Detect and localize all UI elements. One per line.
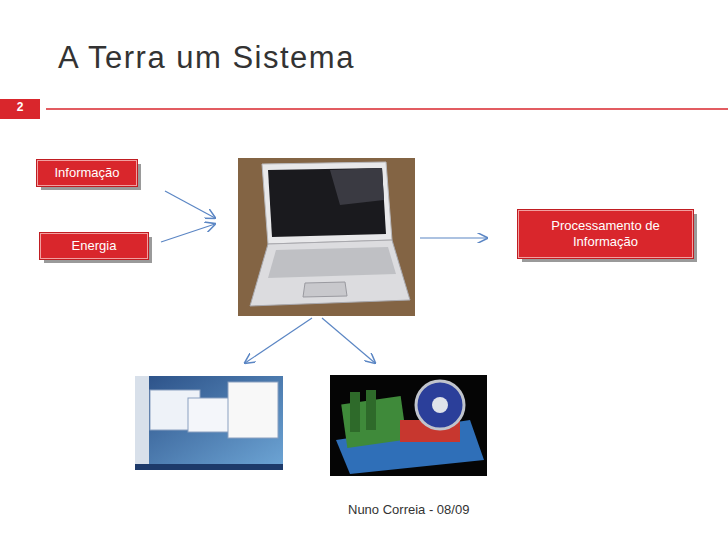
slide-number-box <box>0 99 40 119</box>
slide-number: 2 <box>0 100 40 114</box>
desktop-screenshot <box>135 376 283 470</box>
process-box: Processamento de Informação <box>518 210 693 258</box>
slide-title: A Terra um Sistema <box>58 40 355 76</box>
footer-note: Nuno Correia - 08/09 <box>348 502 469 517</box>
process-box: Informação <box>37 160 137 186</box>
hardware-photo <box>330 375 487 476</box>
box-label: Processamento de Informação <box>531 218 681 250</box>
process-box: Energia <box>40 233 148 259</box>
flow-arrows <box>161 191 487 363</box>
box-label: Energia <box>72 238 117 254</box>
box-label: Informação <box>54 165 119 181</box>
header-rule <box>46 108 728 110</box>
laptop-photo <box>238 158 415 316</box>
